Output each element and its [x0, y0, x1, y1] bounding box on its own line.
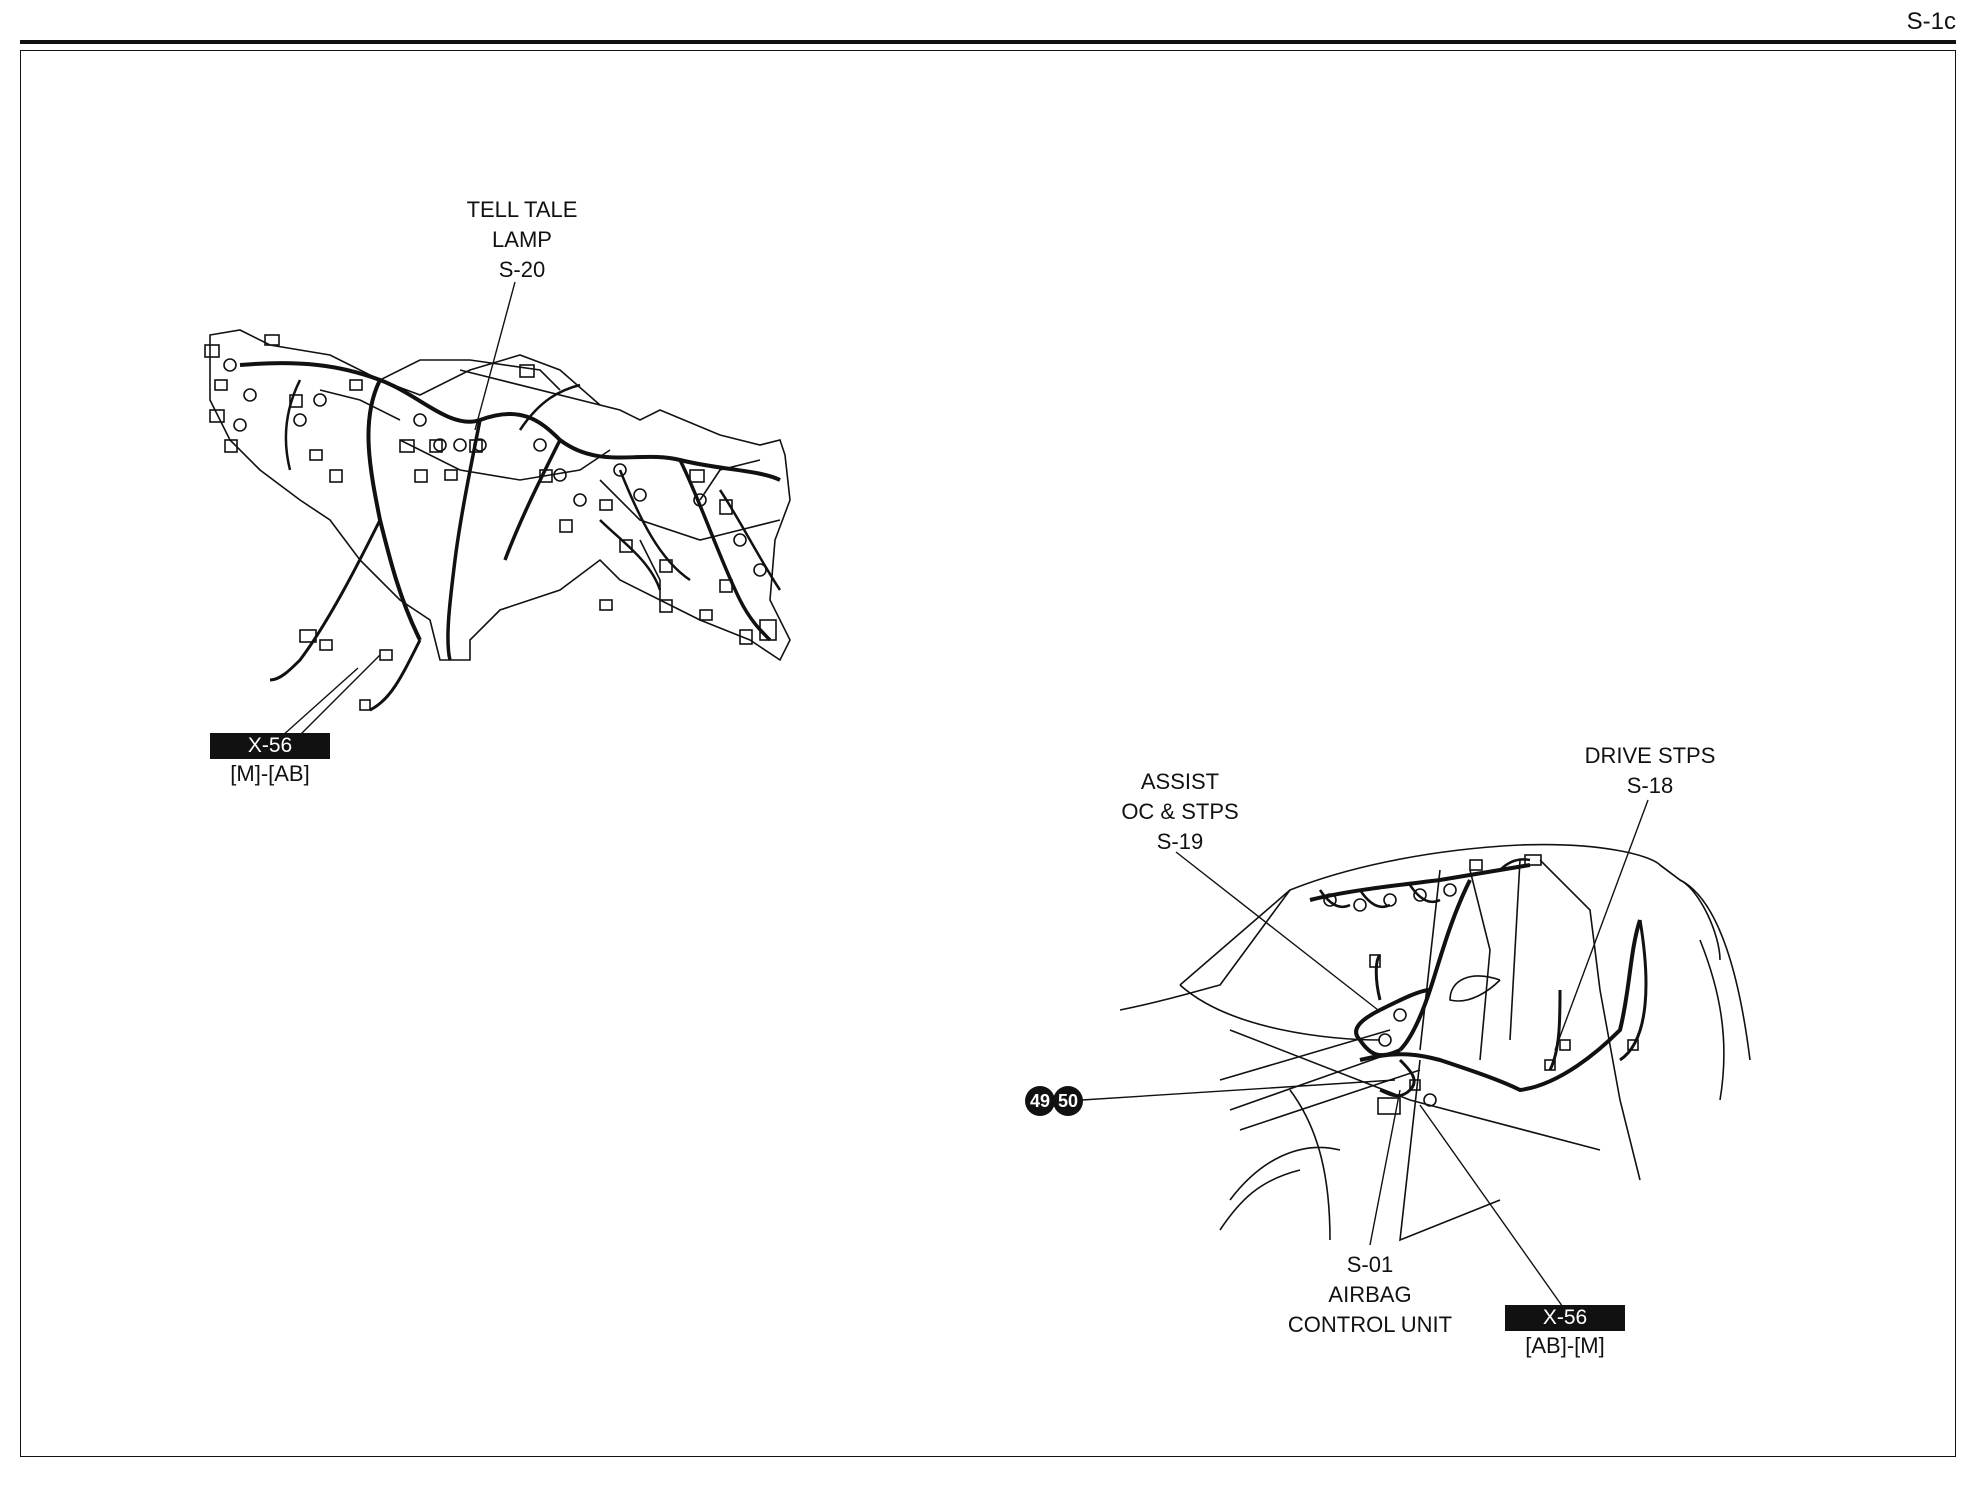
tell-tale-line2: LAMP — [492, 227, 552, 252]
ground-point-50: 50 — [1053, 1086, 1083, 1116]
drive-line1: DRIVE STPS — [1584, 743, 1716, 768]
dashboard-harness-drawing — [204, 329, 791, 712]
airbag-control-unit-label: S-01 AIRBAG CONTROL UNIT — [1260, 1250, 1480, 1340]
dashboard-leader-lines — [271, 281, 516, 746]
page-code: S-1c — [1906, 8, 1956, 35]
tell-tale-line1: TELL TALE — [466, 197, 578, 222]
connector-code-badge: X-56 — [210, 733, 330, 759]
vehicle-leader-lines — [1081, 799, 1649, 1311]
vehicle-connector-label: X-56 [AB]-[M] — [1505, 1305, 1625, 1361]
airbag-line2: CONTROL UNIT — [1287, 1312, 1453, 1337]
vehicle-connector-sub: [AB]-[M] — [1525, 1333, 1605, 1358]
ground-point-49: 49 — [1025, 1086, 1055, 1116]
vehicle-connector-code-badge: X-56 — [1505, 1305, 1625, 1331]
vehicle-drawing — [1119, 843, 1751, 1242]
airbag-code: S-01 — [1346, 1252, 1394, 1277]
assist-line1: ASSIST — [1140, 769, 1220, 794]
airbag-line1: AIRBAG — [1328, 1282, 1412, 1307]
assist-code: S-19 — [1156, 829, 1204, 854]
header-rule — [20, 40, 1956, 44]
drive-code: S-18 — [1626, 773, 1674, 798]
assist-oc-stps-label: ASSIST OC & STPS S-19 — [1100, 767, 1260, 857]
drive-stps-label: DRIVE STPS S-18 — [1560, 741, 1740, 801]
dashboard-connector-label: X-56 [M]-[AB] — [210, 733, 330, 789]
tell-tale-lamp-label: TELL TALE LAMP S-20 — [452, 195, 592, 285]
connector-sub: [M]-[AB] — [230, 761, 310, 786]
tell-tale-code: S-20 — [498, 257, 546, 282]
diagram-frame — [20, 50, 1956, 1457]
assist-line2: OC & STPS — [1121, 799, 1239, 824]
